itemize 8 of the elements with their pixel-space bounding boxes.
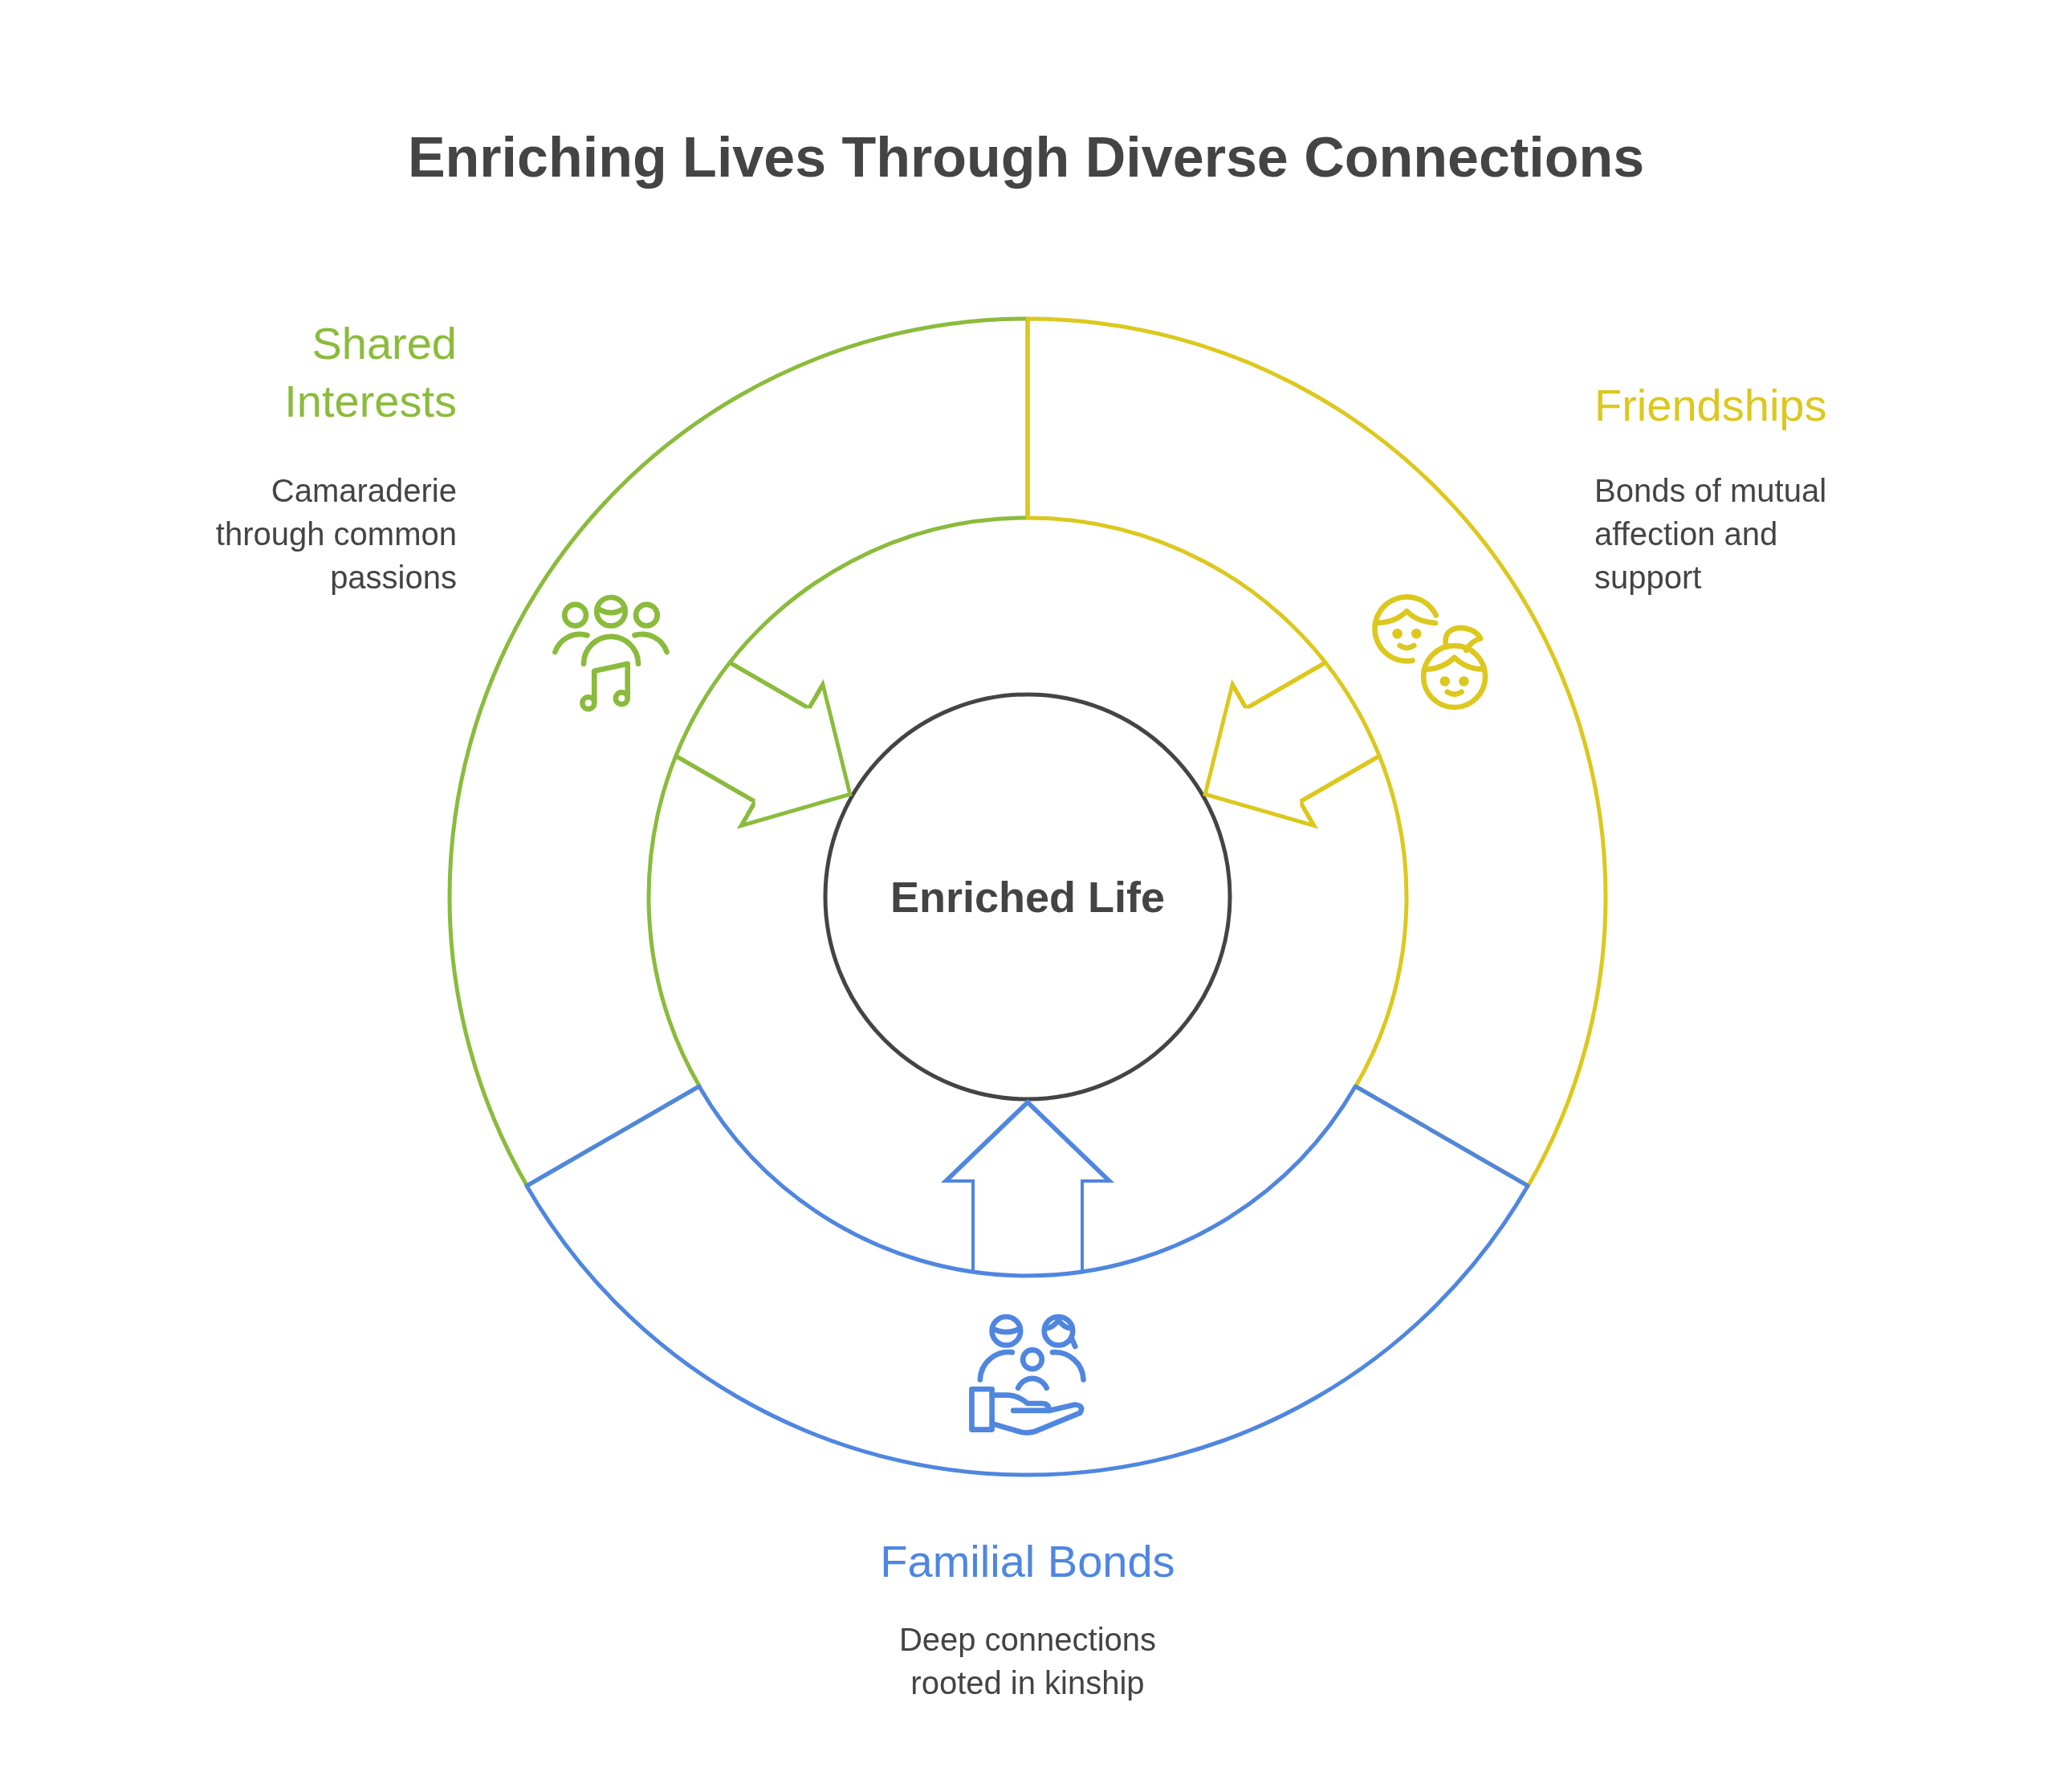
title: Enriching Lives Through Diverse Connections xyxy=(407,125,1645,190)
segment-description: Camaraderie through common passions xyxy=(214,472,457,597)
segment-description: Bonds of mutual affection and support xyxy=(1594,472,1828,597)
segment-heading: Familial Bonds xyxy=(879,1535,1176,1588)
segment-description: Deep connections rooted in kinship xyxy=(898,1621,1158,1702)
segment-heading: Friendships xyxy=(1594,379,1828,432)
segment-heading: Shared Interests xyxy=(283,317,457,428)
center-label: Enriched Life xyxy=(889,872,1166,922)
